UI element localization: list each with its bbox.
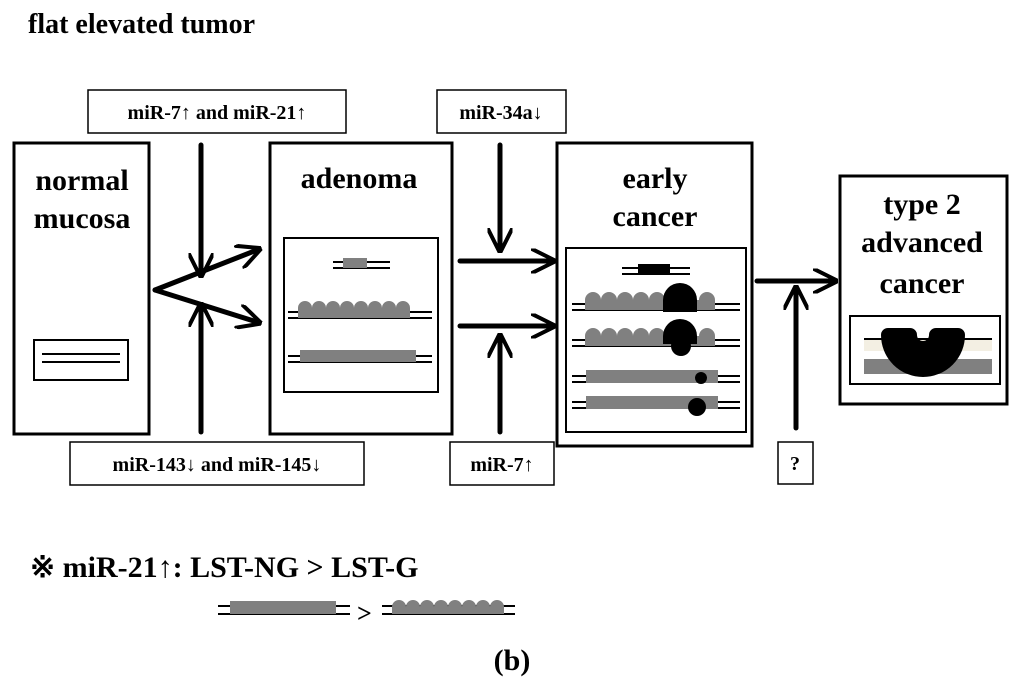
progression-arrows	[152, 142, 833, 435]
footnote-illustration: >	[218, 599, 515, 628]
mirna-label-question-text: ?	[790, 453, 800, 475]
panel-label: (b)	[494, 644, 531, 677]
stage-adenoma: adenoma	[268, 141, 454, 436]
stage-early-label-line1: early	[623, 162, 688, 195]
stage-normal-label-line2: mucosa	[34, 202, 131, 235]
stage-early-cancer: early cancer	[555, 141, 754, 448]
mirna-label-bottom-left: miR-143↓ and miR-145↓	[69, 441, 365, 486]
stage-normal-mucosa: normal mucosa	[12, 141, 151, 436]
mirna-label-bottom-left-text: miR-143↓ and miR-145↓	[113, 454, 322, 476]
stage-advanced-label-line1: type 2	[883, 188, 961, 221]
mirna-label-bottom-mid-text: miR-7↑	[470, 454, 533, 476]
mirna-label-top-left: miR-7↑ and miR-21↑	[87, 89, 347, 134]
normal-mucosa-illustration	[33, 339, 129, 381]
mirna-label-top-mid-text: miR-34a↓	[459, 102, 542, 124]
stage-normal-label-line1: normal	[35, 164, 128, 197]
mirna-label-top-mid: miR-34a↓	[436, 89, 567, 134]
footnote-comparator: >	[357, 599, 372, 628]
arrow-normal-to-adenoma-upper	[152, 250, 257, 293]
stage-advanced-label-line2: advanced	[861, 226, 983, 259]
diagram-title: flat elevated tumor	[28, 9, 255, 40]
adenoma-illustration	[283, 237, 439, 393]
stage-advanced-cancer: type 2 advanced cancer	[838, 174, 1009, 406]
mirna-label-question: ?	[777, 441, 814, 485]
mirna-label-bottom-mid: miR-7↑	[449, 441, 555, 486]
stage-early-label-line2: cancer	[613, 200, 698, 233]
advanced-cancer-illustration	[849, 315, 1001, 385]
mirna-label-top-left-text: miR-7↑ and miR-21↑	[128, 102, 307, 124]
stage-adenoma-label: adenoma	[301, 162, 418, 195]
arrow-normal-to-adenoma-lower	[152, 287, 257, 322]
footnote-text: ※ miR-21↑: LST-NG > LST-G	[30, 551, 418, 584]
early-cancer-illustration	[565, 247, 747, 433]
stage-advanced-label-line3: cancer	[880, 267, 965, 300]
